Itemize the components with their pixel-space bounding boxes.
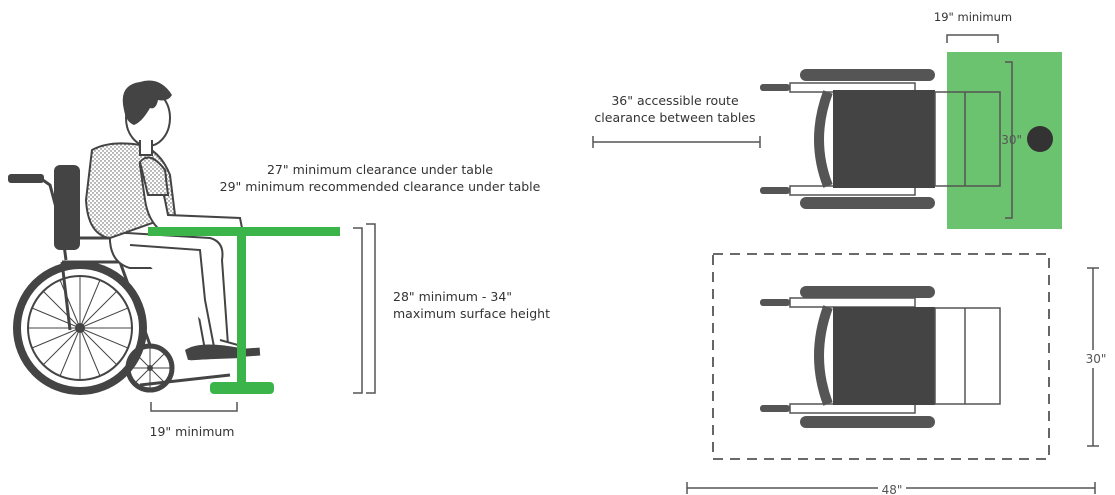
clearance-label-line2: 29" minimum recommended clearance under … xyxy=(220,179,541,194)
top-view-upper: 30" xyxy=(760,52,1062,229)
clearance-label-line1: 27" minimum clearance under table xyxy=(267,162,493,177)
person-foot xyxy=(185,344,242,360)
height-bracket xyxy=(353,223,376,394)
route-label-line2: clearance between tables xyxy=(594,110,755,125)
caster-wheel xyxy=(125,343,175,393)
height-label-line1: 28" minimum - 34" xyxy=(393,289,512,304)
knee-min-label: 19" minimum xyxy=(150,424,235,439)
height-label-line2: maximum surface height xyxy=(393,306,550,321)
table-depth-label: 30" xyxy=(1001,133,1022,147)
person-head xyxy=(122,80,172,156)
side-table xyxy=(148,227,340,394)
rear-wheel xyxy=(13,261,147,395)
knee-bracket xyxy=(150,402,238,412)
side-view-illustration xyxy=(8,80,340,395)
space-width-label: 48" xyxy=(882,483,903,495)
route-label-line1: 36" accessible route xyxy=(611,93,739,108)
table-depth-bracket xyxy=(1005,61,1013,219)
top-view-lower xyxy=(712,253,1050,460)
space-depth-label: 30" xyxy=(1086,352,1107,366)
top-knee-min-label: 19" minimum xyxy=(934,10,1012,24)
top-knee-bracket xyxy=(946,34,999,43)
table-post-icon xyxy=(1027,126,1053,152)
route-dimension-line xyxy=(592,136,761,148)
